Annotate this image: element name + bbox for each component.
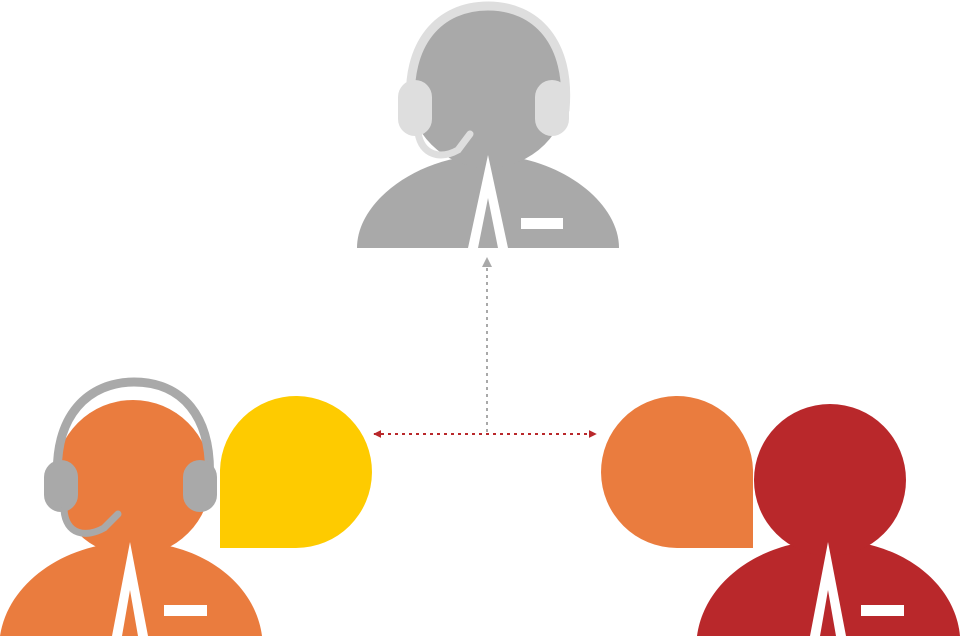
- supervisor-head: [408, 8, 568, 168]
- agent-speech-bubble-icon: [220, 396, 372, 548]
- agent-head: [55, 400, 211, 556]
- agent-mic-boom: [60, 506, 122, 537]
- customer-speech-bubble-icon: [601, 396, 753, 548]
- supervisor-headband: [405, 1, 571, 115]
- agent-headband: [52, 377, 214, 490]
- supervisor-mic-boom: [414, 129, 474, 159]
- agent-badge: [164, 605, 207, 616]
- customer-head: [754, 404, 906, 556]
- supervisor-tie: [468, 155, 508, 248]
- supervisor-with-headset-icon: [357, 1, 619, 248]
- supervisor-earcup-left: [398, 80, 432, 136]
- supervisor-badge: [521, 218, 563, 229]
- supervisor-earcup-right: [535, 80, 569, 136]
- supervisor-headset-icon: [398, 1, 571, 159]
- customer-badge: [861, 605, 904, 616]
- agent-earcup-right: [183, 460, 217, 512]
- agent-earcup-left: [44, 460, 78, 512]
- customer-icon: [697, 404, 960, 636]
- agent-with-headset-icon: [0, 377, 262, 636]
- agent-tie: [112, 542, 148, 636]
- agent-headset-icon: [44, 377, 217, 537]
- customer-tie: [810, 542, 846, 636]
